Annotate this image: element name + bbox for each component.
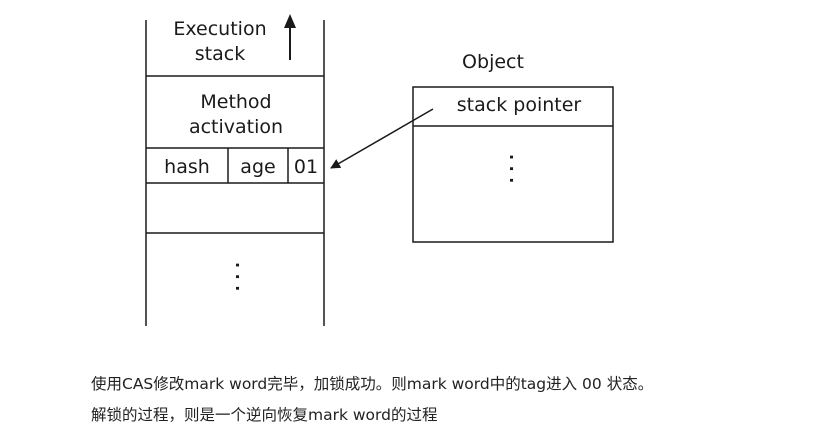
object-title: Object	[462, 51, 524, 73]
stack-pointer-arrow	[330, 108, 434, 169]
object-box: Object stack pointer . . .	[412, 51, 614, 243]
method-activation-line2: activation	[189, 116, 283, 138]
object-field-stack-pointer: stack pointer	[457, 94, 582, 116]
stack-title-line1: Execution	[173, 18, 266, 40]
up-arrow-icon	[284, 14, 296, 60]
object-ellipsis: . . .	[506, 154, 525, 183]
object-border	[412, 86, 614, 243]
stack-ellipsis: . . .	[232, 262, 251, 291]
caption-line-2: 解锁的过程，则是一个逆向恢复mark word的过程	[91, 406, 438, 424]
lock-diagram: Execution stack Method activation hash a…	[145, 14, 614, 326]
method-activation-line1: Method	[200, 91, 271, 113]
stack-title-line2: stack	[195, 43, 245, 65]
caption-line-1: 使用CAS修改mark word完毕，加锁成功。则mark word中的tag进…	[91, 375, 654, 393]
mark-word-lock-bits: 01	[294, 156, 318, 178]
execution-stack: Execution stack Method activation hash a…	[145, 14, 325, 326]
mark-word-hash: hash	[164, 156, 210, 178]
mark-word-age: age	[240, 156, 275, 178]
